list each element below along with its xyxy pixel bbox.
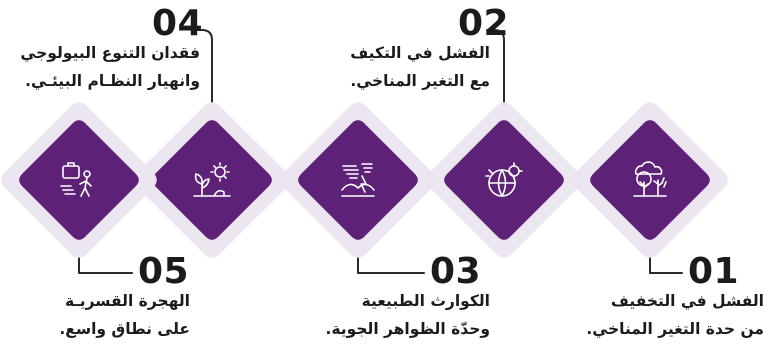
step-diamond-03 xyxy=(280,102,436,258)
plant-sun-icon xyxy=(193,162,231,197)
step-label-02-line-2: مع التغير المناخي. xyxy=(350,72,490,90)
tree-cloud-icon xyxy=(633,161,667,197)
leader-line-04 xyxy=(193,29,213,119)
step-label-04-line-1: فقدان التنوع البيولوجي xyxy=(20,44,200,62)
step-label-02-line-1: الفشل في التكيف xyxy=(350,44,490,62)
step-number-05: 05 xyxy=(138,251,190,292)
step-label-03-line-2: وحدّة الظواهر الجوية. xyxy=(325,320,490,338)
step-diamond-05 xyxy=(1,102,157,258)
step-number-01: 01 xyxy=(688,251,740,292)
step-number-02: 02 xyxy=(458,3,510,44)
step-label-01-line-1: الفشل في التخفيف xyxy=(610,292,764,310)
leader-line-02 xyxy=(486,29,505,119)
migrant-luggage-icon xyxy=(60,162,92,197)
step-diamond-04 xyxy=(134,102,290,258)
step-label-01-line-2: من حدة التغير المناخي. xyxy=(586,320,764,338)
step-label-05-line-2: على نطاق واسع. xyxy=(59,320,190,338)
step-diamond-02 xyxy=(426,102,582,258)
step-label-03-line-1: الكوارث الطبيعية xyxy=(361,292,490,310)
step-number-04: 04 xyxy=(152,3,204,44)
step-number-03: 03 xyxy=(430,251,482,292)
step-label-05: الهجرة القسريـة على نطاق واسع. xyxy=(59,287,190,343)
storm-tornado-icon xyxy=(341,163,375,197)
step-label-01: الفشل في التخفيف من حدة التغير المناخي. xyxy=(586,287,764,343)
step-label-04-line-2: وانهيار النظـام البيئـي. xyxy=(25,72,200,90)
step-label-04: فقدان التنوع البيولوجي وانهيار النظـام ا… xyxy=(20,39,200,95)
step-diamond-01 xyxy=(572,102,728,258)
step-label-03: الكوارث الطبيعية وحدّة الظواهر الجوية. xyxy=(326,287,490,343)
step-label-05-line-1: الهجرة القسريـة xyxy=(65,292,190,310)
step-label-02: الفشل في التكيف مع التغير المناخي. xyxy=(350,39,490,95)
globe-gear-icon xyxy=(485,162,523,197)
